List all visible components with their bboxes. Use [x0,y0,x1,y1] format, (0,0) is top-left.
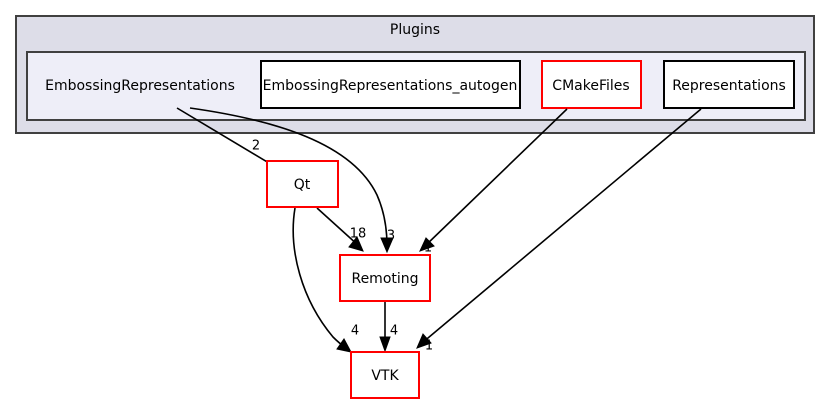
edge-representations-to-vtk: 1 [416,108,702,354]
node-qt-rect[interactable] [266,160,339,208]
edge-representations-to-vtk-path [421,108,702,344]
node-embossing-representations-autogen-rect[interactable] [260,60,521,109]
node-cmakefiles-label[interactable]: CMakeFiles [552,78,629,94]
edge-remoting-to-vtk-arrowhead [379,336,391,353]
edge-cmakefiles-to-remoting: 1 [419,108,568,256]
edge-cmakefiles-to-remoting-arrowhead [419,237,435,252]
node-representations-label[interactable]: Representations [672,78,786,94]
node-vtk-label[interactable]: VTK [371,368,399,384]
edge-embossing-to-remoting-label: 3 [387,229,395,244]
edge-embossing-to-qt-label: 2 [252,139,260,154]
edge-embossing-to-remoting-arrowhead [380,237,394,254]
node-remoting-label[interactable]: Remoting [351,271,418,287]
node-cmakefiles-rect[interactable] [541,60,642,109]
edge-qt-to-remoting-path [316,207,360,247]
edge-embossing-to-remoting: 3 [189,107,395,254]
node-remoting-rect[interactable] [339,254,431,302]
node-embossing-representations-autogen-label[interactable]: EmbossingRepresentations_autogen [263,78,518,94]
edge-representations-to-vtk-label: 1 [425,339,433,354]
node-representations-rect[interactable] [663,60,795,109]
node-embossing-representations-label[interactable]: EmbossingRepresentations [45,78,235,94]
edge-qt-to-remoting-label: 18 [350,227,367,242]
edge-embossing-to-remoting-path [189,107,388,247]
edge-representations-to-vtk-arrowhead [416,333,432,349]
edge-qt-to-remoting: 18 [316,207,367,252]
edge-qt-to-vtk-path [292,207,348,350]
node-qt-label[interactable]: Qt [294,177,311,193]
edge-cmakefiles-to-remoting-label: 1 [424,241,432,256]
edge-remoting-to-vtk: 4 [379,301,398,353]
edge-qt-to-remoting-arrowhead [348,236,364,252]
edge-cmakefiles-to-remoting-path [424,108,568,247]
edge-qt-to-vtk-label: 4 [351,324,359,339]
cluster-plugins-title: Plugins [390,22,440,38]
edge-qt-to-vtk: 4 [292,207,359,353]
edge-remoting-to-vtk-label: 4 [390,324,398,339]
edge-qt-to-vtk-arrowhead [336,338,352,353]
node-vtk-rect[interactable] [350,351,420,399]
